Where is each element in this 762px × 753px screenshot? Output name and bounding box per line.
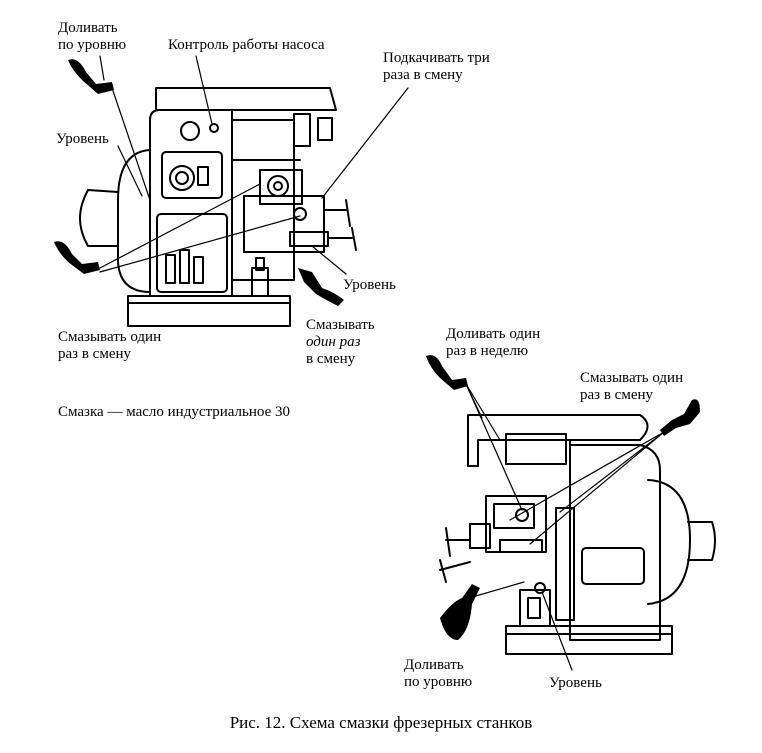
label-line: Смазывать один	[58, 329, 162, 345]
label-pump-three: Подкачивать три раза в смену	[383, 50, 490, 84]
label-fill-weekly: Доливать один раз в неделю	[446, 326, 540, 360]
label-line: Доливать один	[446, 326, 541, 342]
right-milling-machine	[439, 414, 716, 655]
label-bottom-fill-level: Доливать по уровню	[404, 657, 472, 691]
label-line: Доливать	[404, 657, 464, 673]
label-level-bottom: Уровень	[549, 675, 602, 691]
label-line: раза в смену	[383, 67, 463, 83]
label-line: Доливать	[58, 20, 118, 36]
label-line: раз в смену	[580, 387, 654, 403]
label-line: Смазывать один	[580, 370, 684, 386]
label-line: раз в неделю	[446, 343, 529, 359]
leader-lines	[99, 55, 665, 671]
label-line: раз в смену	[58, 346, 132, 362]
label-oil-note: Смазка — масло индустриальное 30	[58, 404, 290, 420]
label-line: по уровню	[404, 674, 473, 690]
label-lube-once-mid: Смазывать один раз в смену	[306, 317, 375, 368]
label-level-left: Уровень	[56, 131, 109, 147]
label-level-mid: Уровень	[343, 277, 396, 293]
label-line: Подкачивать три	[383, 50, 490, 66]
left-milling-machine	[79, 87, 357, 327]
figure-caption: Рис. 12. Схема смазки фрезерных станков	[229, 713, 533, 732]
label-lube-once-right: Смазывать один раз в смену	[580, 370, 683, 404]
label-line: Смазывать	[306, 317, 375, 333]
label-line: по уровню	[58, 37, 127, 53]
label-pump-check: Контроль работы насоса	[168, 37, 325, 53]
label-lube-once-left: Смазывать один раз в смену	[58, 329, 161, 363]
label-top-fill-level: Доливать по уровню	[58, 20, 126, 54]
label-line: в смену	[306, 351, 356, 367]
label-line: один раз	[306, 334, 361, 350]
